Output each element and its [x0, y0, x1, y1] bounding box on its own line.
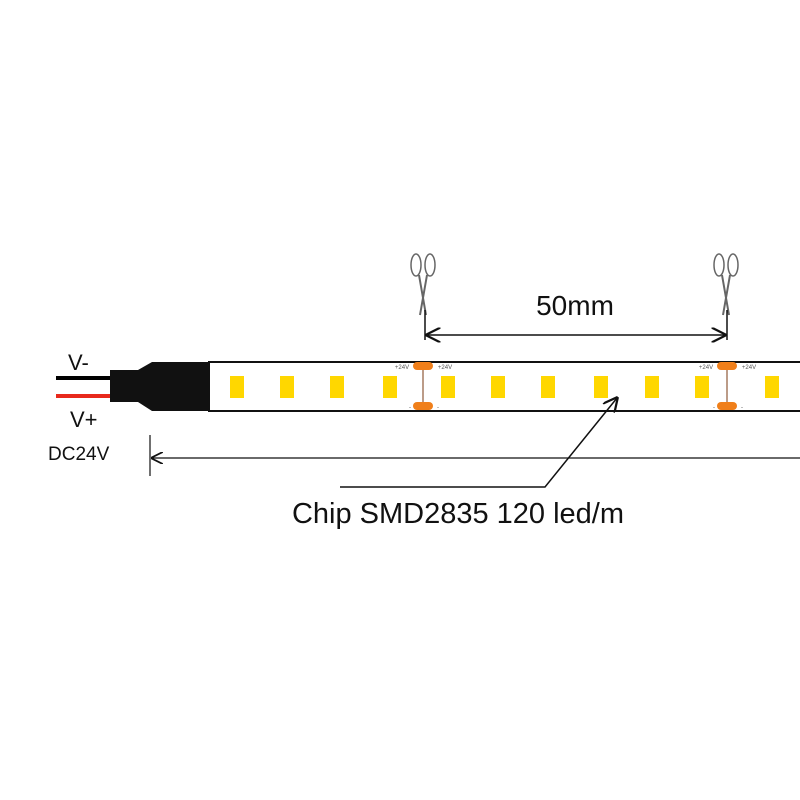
pad-label: - [741, 405, 743, 411]
v-minus-label: V- [68, 350, 89, 375]
led-chip [280, 376, 294, 398]
led-chip [491, 376, 505, 398]
led-chip [330, 376, 344, 398]
voltage-label: DC24V [48, 444, 110, 465]
chip-leader-line [340, 398, 617, 488]
v-plus-label: V+ [70, 407, 98, 432]
cut-point: +24V +24V - - [699, 362, 756, 411]
led-chip [765, 376, 779, 398]
pad-label: +24V [438, 365, 452, 371]
led-chip [645, 376, 659, 398]
scissors-icon [713, 253, 739, 316]
led-chip [695, 376, 709, 398]
pad-label: +24V [742, 365, 756, 371]
pad-label: - [409, 405, 411, 411]
connector-sleeve [110, 362, 208, 411]
led-chip [230, 376, 244, 398]
chip-label: Chip SMD2835 120 led/m [292, 498, 624, 530]
pad-label: +24V [699, 365, 713, 371]
led-chip [541, 376, 555, 398]
cut-point: +24V +24V - - [395, 362, 452, 411]
pad-label: - [437, 405, 439, 411]
led-chip [441, 376, 455, 398]
scissors-icon [410, 253, 436, 316]
led-chips [230, 376, 779, 398]
pad-label: +24V [395, 365, 409, 371]
pad-label: - [713, 405, 715, 411]
cut-spacing-label: 50mm [536, 290, 614, 321]
led-chip [594, 376, 608, 398]
led-chip [383, 376, 397, 398]
